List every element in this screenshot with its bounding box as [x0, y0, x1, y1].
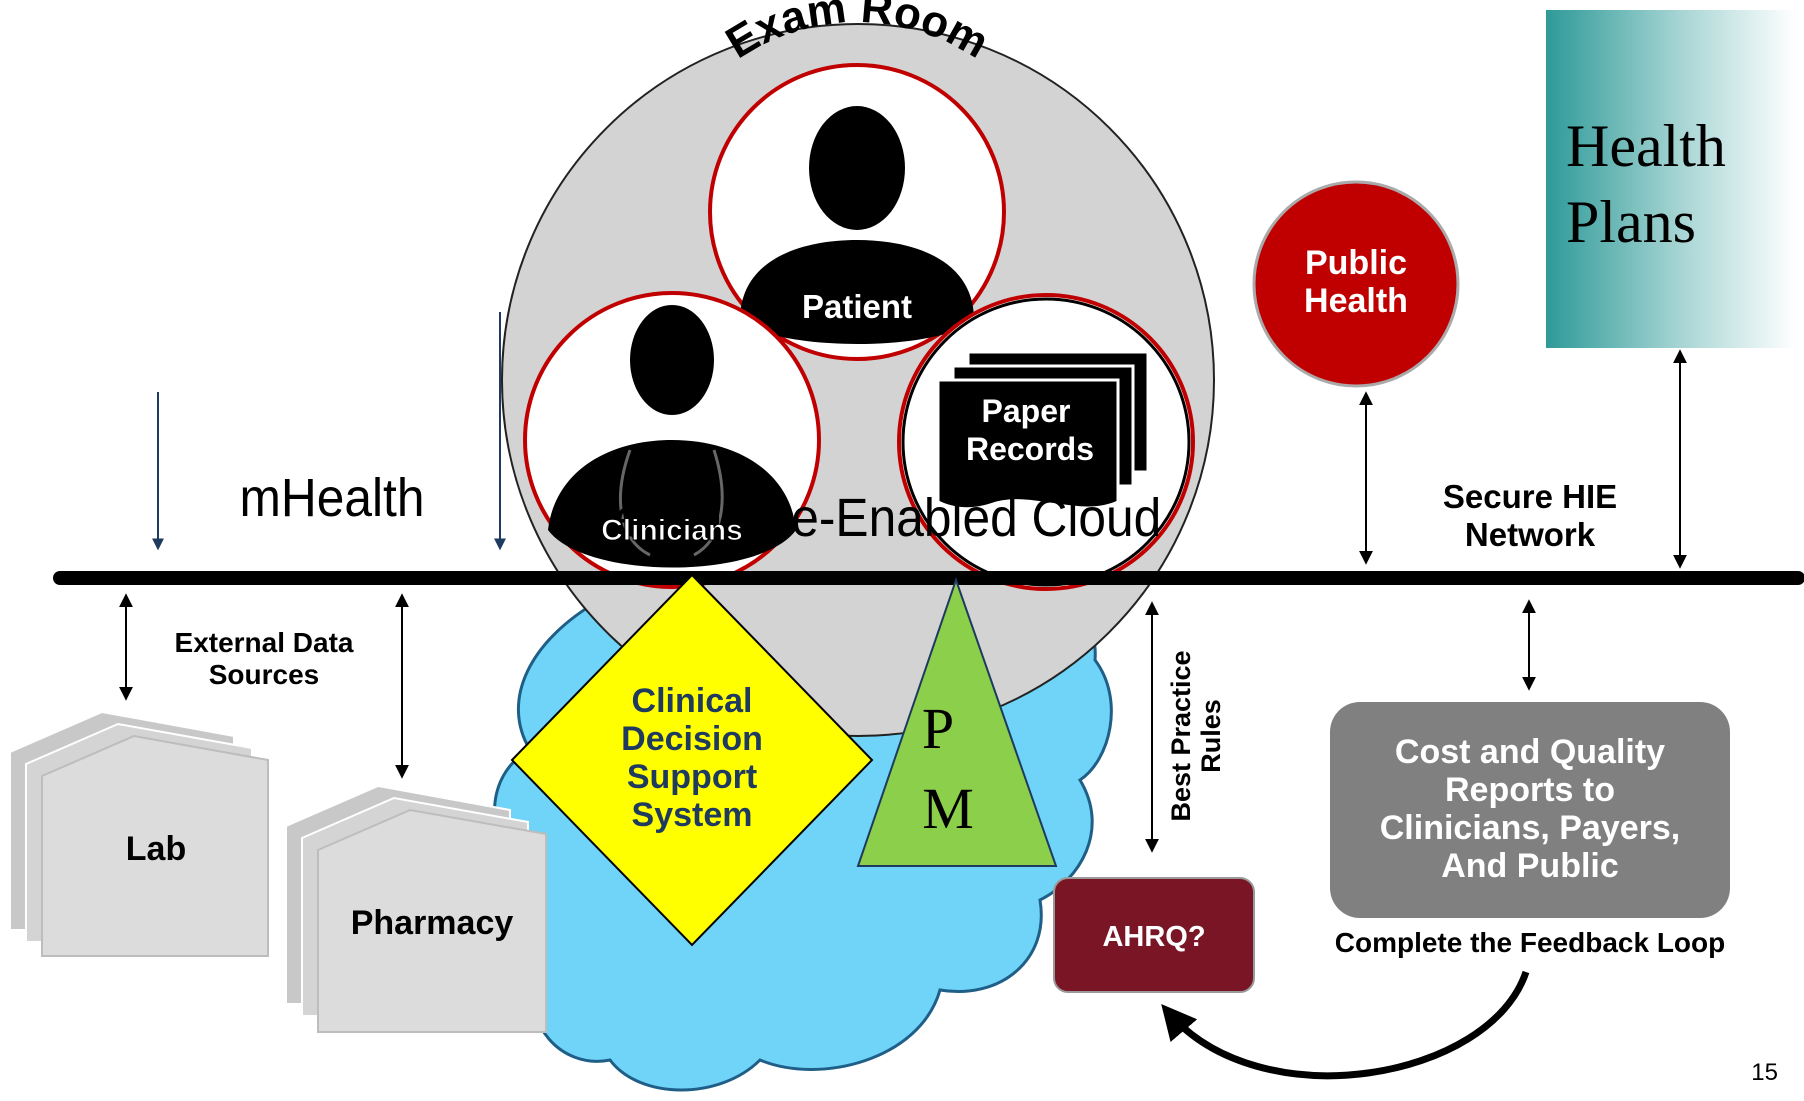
reports-label-line1: Cost and Quality	[1395, 733, 1665, 771]
ahrq-label: AHRQ?	[1102, 921, 1205, 953]
person-silhouette-icon	[740, 106, 974, 344]
public-health-label-line1: Public	[1305, 244, 1407, 282]
secure-hie-label-line1: Secure HIE	[1443, 478, 1617, 515]
doctor-silhouette-icon	[548, 305, 796, 568]
cdss-label-line2: Decision	[621, 720, 763, 758]
cdss-label-line4: System	[632, 796, 753, 834]
paper-records-label-line1: Paper	[982, 393, 1071, 429]
public-health-node: Public Health	[1252, 180, 1460, 388]
reports-label-line2: Reports to	[1445, 771, 1615, 809]
paper-records-label-line2: Records	[966, 431, 1094, 467]
paper-stack-icon	[936, 350, 1150, 511]
mhealth-label: mHealth	[240, 467, 425, 527]
cost-quality-reports-box: Cost and Quality Reports to Clinicians, …	[1330, 702, 1730, 918]
best-practice-label: Best Practice Rules	[1166, 650, 1226, 821]
cdss-label-line1: Clinical	[632, 682, 753, 720]
patient-label: Patient	[802, 288, 912, 325]
patient-node: Patient	[708, 63, 1006, 361]
pm-label-p: P	[922, 696, 954, 761]
health-plans-box: Health Plans	[1546, 10, 1796, 348]
pm-triangle: P M	[856, 576, 1058, 867]
paper-records-node: Paper Records	[897, 293, 1195, 591]
ahrq-box: AHRQ?	[1053, 877, 1255, 993]
pharmacy-building: Pharmacy	[285, 784, 547, 1033]
external-sources-label-line1: External Data	[175, 627, 354, 658]
clinicians-node	[523, 291, 821, 589]
health-plans-label-line1: Health	[1566, 113, 1726, 179]
page-number: 15	[1751, 1059, 1778, 1086]
health-plans-label-line2: Plans	[1566, 189, 1696, 255]
public-health-label-line2: Health	[1304, 282, 1408, 320]
best-practice-label-line2: Rules	[1196, 699, 1226, 773]
cdss-label-line3: Support	[627, 758, 757, 796]
external-sources-label-line2: Sources	[209, 659, 320, 690]
best-practice-label-line1: Best Practice	[1166, 650, 1196, 821]
reports-label-line4: And Public	[1441, 847, 1619, 885]
cloud-label: Healthcare-Enabled Cloud	[579, 487, 1162, 547]
secure-hie-label-line2: Network	[1465, 516, 1596, 553]
feedback-loop-arrow	[1161, 970, 1530, 1080]
feedback-loop-label: Complete the Feedback Loop	[1335, 927, 1726, 958]
reports-label-line3: Clinicians, Payers,	[1380, 809, 1681, 847]
lab-building: Lab	[9, 710, 269, 957]
lab-label: Lab	[126, 830, 186, 868]
clinicians-label: Clinicians	[601, 514, 743, 547]
pm-label-m: M	[922, 776, 974, 841]
pharmacy-label: Pharmacy	[351, 904, 514, 942]
clinical-decision-support-system: Clinical Decision Support System	[510, 573, 874, 947]
